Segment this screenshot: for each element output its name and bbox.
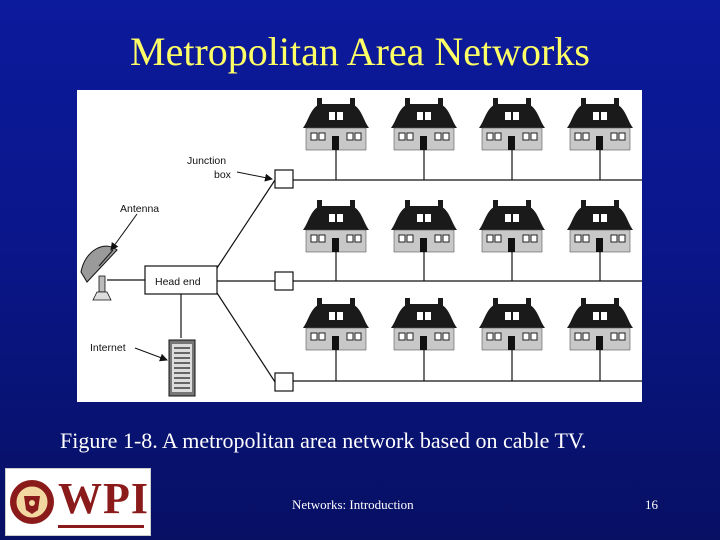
footer-text: Networks: Introduction [292, 497, 414, 512]
head-end-label: Head end [155, 276, 201, 288]
logo-text: WPI [58, 474, 149, 523]
drop-lines [335, 150, 601, 381]
satellite-dish-icon [80, 245, 118, 301]
cable-lines [293, 179, 642, 382]
antenna-label: Antenna [120, 203, 159, 215]
page-number: 16 [645, 497, 658, 512]
figure-caption: Figure 1-8. A metropolitan area network … [60, 428, 587, 453]
label-arrows [110, 171, 273, 362]
internet-label: Internet [90, 342, 126, 354]
diagram-figure: Junction box Antenna Head end Internet [77, 90, 642, 402]
junction-box-icon [274, 169, 294, 392]
junction-label-line2: box [214, 169, 232, 181]
server-rack-icon [168, 339, 196, 397]
trunk-lines [107, 179, 276, 383]
cable-tv-network-diagram: Junction box Antenna Head end Internet [80, 97, 642, 397]
junction-label-line1: Junction [187, 155, 226, 167]
university-seal-icon [10, 480, 54, 524]
wpi-logo: WPI [5, 468, 151, 536]
logo-underline [58, 525, 144, 528]
house-row-3 [302, 297, 634, 351]
house-row-2 [302, 199, 634, 253]
slide-title: Metropolitan Area Networks [130, 29, 590, 74]
house-row-1 [302, 97, 634, 151]
